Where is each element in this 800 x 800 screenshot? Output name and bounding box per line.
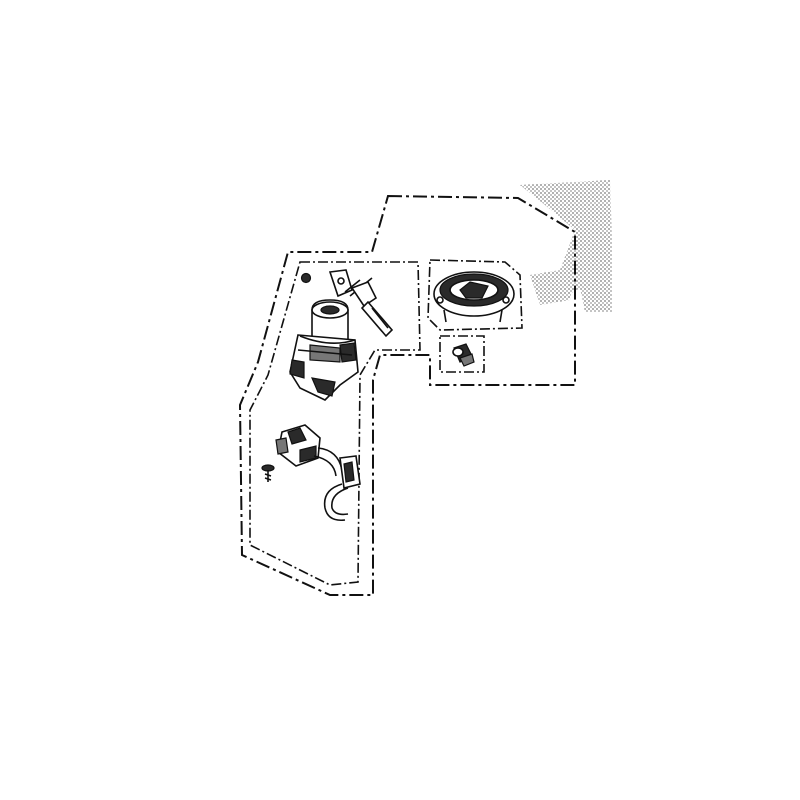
screw-icon [261, 464, 275, 482]
seat-lock-actuator-icon [275, 424, 361, 522]
mounting-hole-icon [300, 272, 312, 284]
vehicle-body-section [520, 180, 612, 312]
key-icon [328, 269, 394, 338]
assembly-boundary [238, 194, 576, 596]
lock-cylinder-group-boundary [439, 335, 485, 373]
ignition-group-boundary [249, 261, 421, 586]
ignition-switch-icon [289, 299, 359, 401]
small-lock-cylinder-icon [452, 343, 475, 367]
fuel-cap-group-boundary [427, 259, 523, 331]
fuel-cap-icon [433, 271, 515, 323]
